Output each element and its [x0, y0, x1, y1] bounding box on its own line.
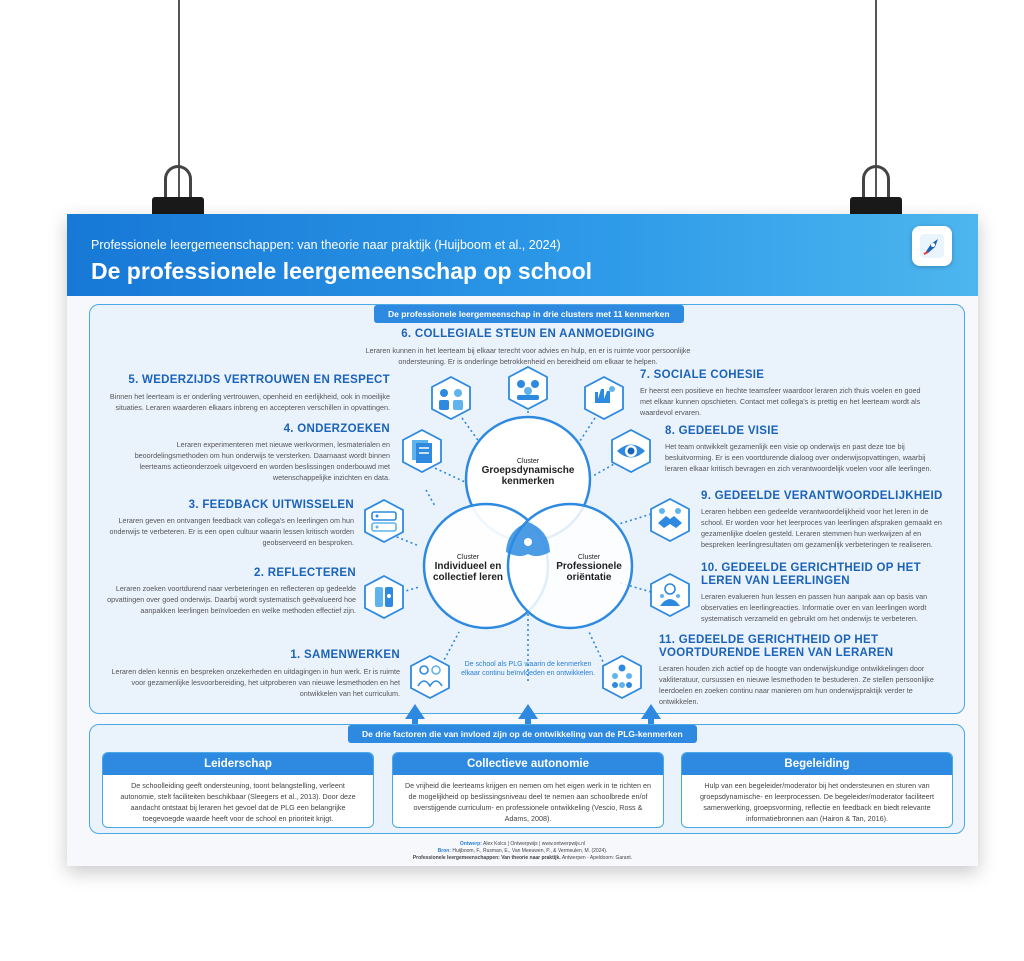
factors-pill: De drie factoren die van invloed zijn op… [348, 725, 697, 743]
factor-begeleiding: Begeleiding Hulp van een begeleider/mode… [681, 752, 953, 828]
hanging-wire-left [178, 0, 180, 200]
cohesion-icon [582, 375, 626, 421]
feature-6-title: 6. COLLEGIALE STEUN EN AANMOEDIGING [401, 328, 655, 340]
feature-1-title: 1. SAMENWERKEN [290, 649, 400, 661]
reflect-icon [362, 574, 406, 620]
factor-begeleiding-title: Begeleiding [682, 753, 952, 775]
factor-leiderschap: Leiderschap De schoolleiding geeft onder… [102, 752, 374, 828]
collaborate-icon [408, 654, 452, 700]
feature-4-title: 4. ONDERZOEKEN [283, 423, 390, 435]
clusters-pill: De professionele leergemeenschap in drie… [374, 305, 684, 323]
factor-autonomie-title: Collectieve autonomie [393, 753, 663, 775]
feature-8-title: 8. GEDEELDE VISIE [665, 425, 779, 437]
feature-7-title: 7. SOCIALE COHESIE [640, 369, 765, 381]
poster-title: De professionele leergemeenschap op scho… [91, 258, 593, 284]
feature-6-desc: Leraren kunnen in het leerteam bij elkaa… [365, 346, 691, 366]
feature-5-title: 5. WEDERZIJDS VERTROUWEN EN RESPECT [128, 374, 390, 386]
feature-4-desc: Leraren experimenteren met nieuwe werkvo… [134, 440, 390, 482]
feature-2-title: 2. REFLECTEREN [254, 567, 356, 579]
feature-3-title: 3. FEEDBACK UITWISSELEN [188, 499, 354, 511]
poster-footer: Ontwerp: Alex Kolcs | Ontwerpwijs | www.… [412, 841, 633, 861]
feature-7-desc: Er heerst een positieve en hechte teamsf… [640, 386, 921, 417]
feature-10-desc: Leraren evalueren hun lessen en passen h… [701, 592, 928, 623]
factor-leiderschap-text: De schoolleiding geeft ondersteuning, to… [120, 781, 356, 823]
feature-2-desc: Leraren zoeken voortdurend naar verbeter… [107, 584, 356, 615]
factor-begeleiding-text: Hulp van een begeleider/moderator bij he… [699, 781, 935, 823]
hanging-wire-right [875, 0, 877, 200]
center-note: De school als PLG waarin de kenmerken el… [461, 661, 595, 677]
cluster-diagram [391, 401, 661, 724]
feedback-icon [362, 498, 406, 544]
feature-11-desc: Leraren houden zich actief op de hoogte … [659, 664, 934, 706]
factor-autonomie-text: De vrijheid die leerteams krijgen en nem… [404, 781, 652, 823]
support-icon [506, 365, 550, 411]
cluster-label-professioneel: Cluster Professionele oriëntatie [556, 554, 622, 583]
poster: Professionele leergemeenschappen: van th… [67, 214, 978, 866]
poster-header: Professionele leergemeenschappen: van th… [67, 214, 978, 296]
poster-subtitle: Professionele leergemeenschappen: van th… [91, 238, 561, 252]
ontwerpwijs-logo [912, 226, 952, 266]
research-icon [400, 428, 444, 474]
factor-collectieve-autonomie: Collectieve autonomie De vrijheid die le… [392, 752, 664, 828]
feature-1-desc: Leraren delen kennis en bespreken onzeke… [111, 667, 400, 698]
responsibility-icon [648, 497, 692, 543]
factor-leiderschap-title: Leiderschap [103, 753, 373, 775]
feature-9-title: 9. GEDEELDE VERANTWOORDELIJKHEID [701, 490, 943, 502]
feature-3-desc: Leraren geven en ontvangen feedback van … [109, 516, 355, 547]
feature-5-desc: Binnen het leerteam is er onderling vert… [109, 392, 390, 412]
feature-9-desc: Leraren hebben een gedeelde verantwoorde… [701, 507, 942, 549]
trust-icon [429, 375, 473, 421]
teacher-learning-icon [600, 654, 644, 700]
cluster-label-individueel: Cluster Individueel en collectief leren [432, 554, 504, 583]
cluster-label-groepsdynamisch: Cluster Groepsdynamische kenmerken [481, 458, 575, 487]
vision-eye-icon [609, 428, 653, 474]
feature-8-desc: Het team ontwikkelt gezamenlijk een visi… [665, 442, 932, 473]
student-learning-icon [648, 572, 692, 618]
